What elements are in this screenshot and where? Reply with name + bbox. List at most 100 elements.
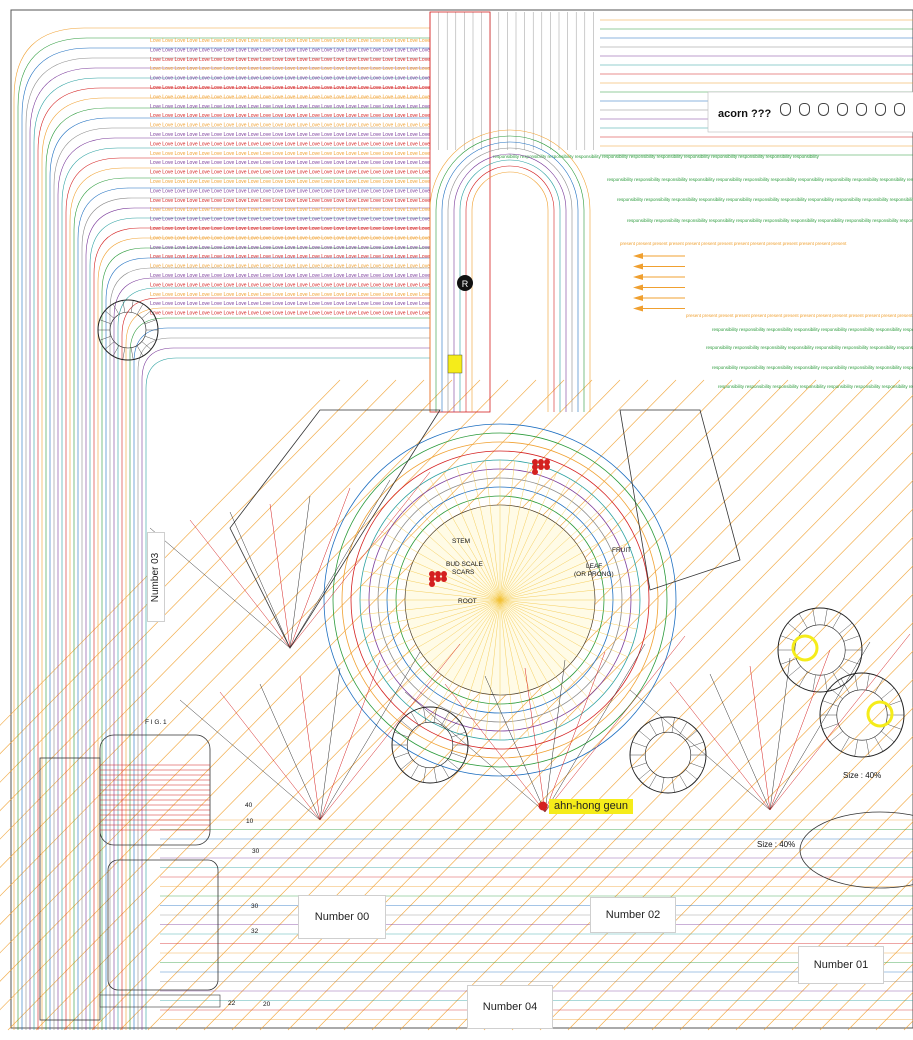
wheel-spoke	[840, 678, 850, 694]
sun-ray	[499, 599, 571, 722]
arch-line	[53, 127, 430, 1030]
responsibility-row: responsibility responsibility responsibi…	[607, 177, 913, 182]
wheel-spoke	[824, 608, 828, 626]
fan-line	[319, 667, 341, 821]
wheel-spoke	[433, 767, 437, 783]
sun-ray	[372, 599, 501, 658]
berry	[532, 464, 538, 470]
arch-line	[21, 47, 430, 1030]
diagonal-line	[175, 379, 817, 1031]
love-text-row: Love Love Love Love Love Love Love Love …	[150, 47, 430, 53]
sun-ray	[429, 599, 501, 722]
diagonal-line	[315, 423, 913, 1031]
diagonal-line	[595, 707, 913, 1031]
wheel-spoke	[410, 711, 419, 726]
diagonal-line	[0, 379, 453, 840]
ref-32: 32	[251, 928, 259, 935]
sun-ray	[499, 599, 515, 740]
sun-ray	[499, 463, 530, 601]
right-ellipse	[799, 811, 913, 889]
ref-30a: 30	[252, 848, 260, 855]
present-row: present present present present present …	[620, 241, 847, 246]
diagonal-line	[651, 764, 913, 1031]
arch-line	[105, 257, 430, 1030]
sun-ray	[429, 478, 501, 601]
fan-line	[269, 503, 291, 649]
berry	[544, 464, 550, 470]
arch-line	[125, 307, 430, 1030]
sun-ray	[499, 599, 628, 658]
love-text-row: Love Love Love Love Love Love Love Love …	[150, 66, 430, 72]
responsibility-row: responsibility responsibility responsibi…	[617, 197, 913, 202]
arch-line	[93, 227, 430, 1030]
wheel-spoke	[447, 720, 460, 731]
fan-line	[219, 691, 321, 821]
wheel-spoke	[881, 731, 895, 743]
sun-ray	[456, 466, 501, 601]
ref-20: 20	[263, 1001, 271, 1008]
arch-line	[29, 67, 430, 1030]
love-text-row: Love Love Love Love Love Love Love Love …	[150, 292, 430, 298]
ref-40: 40	[245, 802, 253, 809]
diagonal-line	[0, 379, 621, 1011]
arch-line	[25, 57, 430, 1030]
wheel-spoke	[136, 303, 144, 315]
fan-line	[319, 659, 381, 821]
sun-ray	[470, 463, 501, 601]
arch-line	[65, 157, 430, 1030]
arch-line	[89, 217, 430, 1030]
love-text-row: Love Love Love Love Love Love Love Love …	[150, 38, 430, 44]
arch-line	[129, 317, 430, 1030]
arch-line	[37, 87, 430, 1030]
wheel-spoke	[141, 310, 152, 319]
arch-line	[121, 297, 430, 1030]
wheel-spoke	[832, 671, 842, 687]
wheel-spoke	[441, 764, 450, 779]
berry	[429, 576, 435, 582]
love-text-row: Love Love Love Love Love Love Love Love …	[150, 235, 430, 241]
sun-ray	[485, 460, 501, 601]
wheel-spoke	[798, 671, 808, 687]
berry	[435, 571, 441, 577]
diagonal-line	[0, 379, 565, 954]
right-wedge	[619, 409, 741, 591]
fan-line	[444, 683, 546, 813]
sun-ray	[499, 599, 558, 728]
diagonal-line	[91, 379, 733, 1031]
acorn-title: acorn ???	[718, 108, 772, 120]
wheel-spoke	[874, 736, 884, 752]
fan-line	[289, 479, 391, 649]
sun-ray	[499, 599, 605, 694]
responsibility-row: responsibility responsibility responsibi…	[627, 218, 913, 223]
sun-ray	[372, 542, 501, 601]
fan-line	[629, 689, 771, 811]
sun-ray	[499, 495, 594, 601]
love-text-row: Love Love Love Love Love Love Love Love …	[150, 94, 430, 100]
wheel-spoke	[812, 608, 816, 626]
sun-ray	[499, 599, 614, 683]
responsibility-row: responsibility responsibility responsibi…	[493, 154, 820, 159]
wheel-spoke	[843, 658, 860, 665]
sun-ray	[499, 599, 530, 737]
sun-ray	[499, 529, 622, 601]
wheel-spoke	[122, 347, 126, 360]
sun-ray	[395, 506, 501, 601]
arch-line	[45, 107, 430, 1030]
sun-ray	[499, 599, 622, 671]
acorn-icon	[894, 103, 905, 116]
love-text-row: Love Love Love Love Love Love Love Love …	[150, 217, 430, 223]
love-text-row: Love Love Love Love Love Love Love Love …	[150, 207, 430, 213]
wheel-spoke	[829, 731, 843, 743]
wheel-spoke	[780, 658, 797, 665]
wheel-inner	[406, 721, 454, 769]
wheel-spoke	[99, 319, 112, 325]
left-wedge	[229, 409, 441, 649]
fan-line	[544, 659, 566, 813]
sun-ray	[499, 556, 634, 601]
diagonal-line	[707, 821, 913, 1031]
arrow-head	[633, 263, 643, 270]
arch-line	[49, 117, 430, 1030]
fan-line	[544, 635, 686, 813]
wheel-spoke	[400, 759, 413, 770]
arch-line	[33, 77, 430, 1030]
